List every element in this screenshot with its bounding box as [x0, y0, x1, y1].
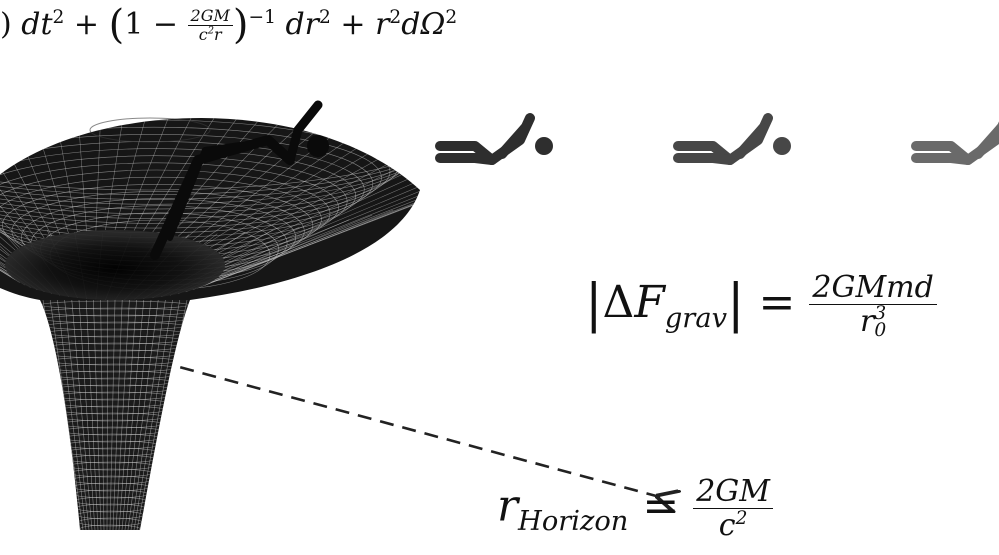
equals-sign: = — [642, 480, 680, 532]
metric-fraction: 2GM c2r — [187, 7, 233, 45]
horizon-pointer-arrow — [171, 363, 660, 497]
stretched-head — [307, 135, 329, 157]
one-minus: 1 − — [124, 7, 178, 42]
metric-fraction-numerator: 2GM — [187, 7, 233, 27]
schwarzschild-metric-equation: ) dt2 + (1 − 2GM c2r )−1 dr2 + r2dΩ2 — [0, 2, 457, 48]
inverse-exponent: −1 — [248, 7, 276, 28]
falling-figure-middle — [673, 113, 791, 165]
r-term: r — [375, 7, 390, 42]
dt-term: dt — [21, 7, 53, 42]
spaghettified-figure — [150, 100, 329, 260]
plus-sign: + — [73, 7, 100, 42]
stretched-body — [150, 135, 295, 260]
dr-term: dr — [285, 7, 319, 42]
horizon-subscript: Horizon — [518, 506, 629, 538]
delta-symbol: Δ — [602, 277, 635, 329]
horizon-fraction-denominator: c2 — [718, 507, 748, 543]
event-horizon-equation: rHorizon = 2GM c2 — [497, 476, 773, 542]
close-paren: ) — [232, 2, 249, 48]
throat-opening — [5, 230, 225, 300]
dt-exponent: 2 — [52, 7, 65, 28]
metric-fraction-denominator: c2r — [198, 25, 222, 45]
horizon-fraction-numerator: 2GM — [693, 476, 773, 509]
domega-exponent: 2 — [445, 7, 458, 28]
domega-term: dΩ — [401, 7, 446, 42]
open-paren: ( — [108, 2, 125, 48]
abs-bar-right: | — [727, 274, 745, 335]
horizon-fraction: 2GM c2 — [693, 476, 773, 542]
falling-figure-near — [435, 113, 553, 165]
force-symbol: F — [634, 277, 665, 329]
gravity-well-funnel — [0, 117, 420, 531]
equals-sign: = — [758, 277, 796, 329]
radius-symbol: r — [497, 480, 519, 532]
stretched-arm — [285, 100, 323, 165]
funnel-throat — [40, 300, 190, 530]
r-exponent: 2 — [389, 7, 402, 28]
plus-sign-2: + — [340, 7, 366, 42]
abs-bar-left: | — [585, 274, 603, 335]
grav-subscript: grav — [664, 302, 727, 334]
dr-exponent: 2 — [319, 7, 331, 28]
stretched-leg — [167, 142, 243, 241]
falling-figure-far — [911, 121, 999, 165]
closing-paren: ) — [0, 7, 12, 42]
tidal-fraction-numerator: 2GMmd — [809, 272, 937, 305]
